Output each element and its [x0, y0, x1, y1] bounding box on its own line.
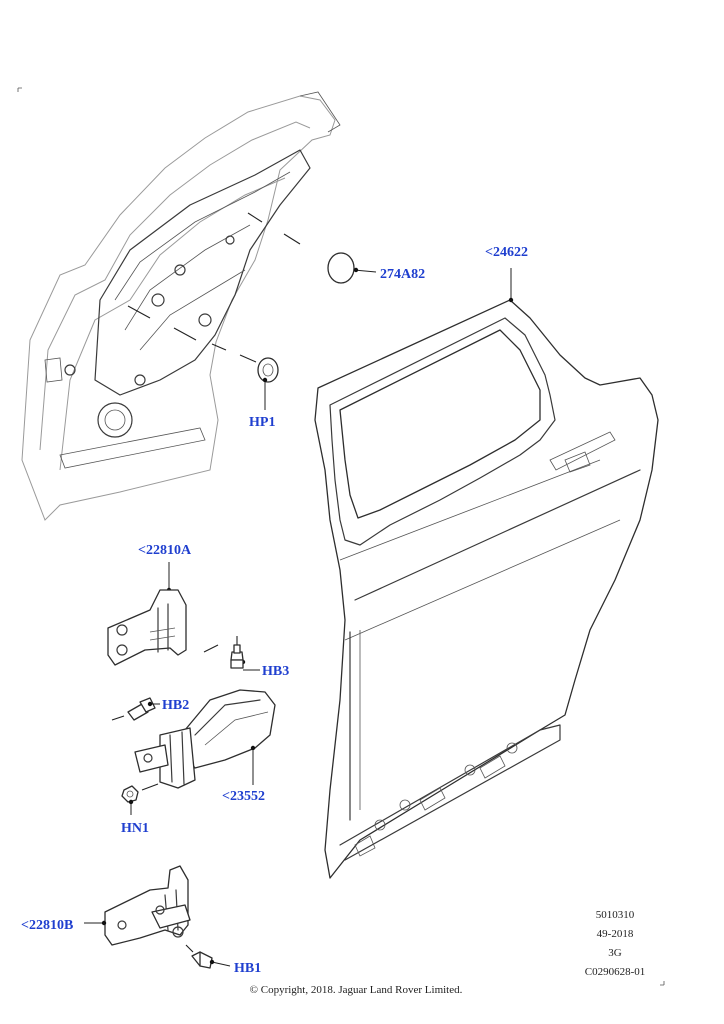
- door-shell-24622: [314, 268, 659, 879]
- reference-line-2: 49-2018: [597, 928, 634, 940]
- callout-HN1[interactable]: HN1: [121, 821, 149, 836]
- reference-line-3: 3G: [608, 947, 622, 959]
- callout-HB2[interactable]: HB2: [162, 698, 189, 713]
- corner-mark-bottom-right: [660, 981, 665, 986]
- callout-23552[interactable]: <23552: [222, 789, 265, 804]
- callout-HB3[interactable]: HB3: [262, 664, 289, 679]
- callout-22810A[interactable]: <22810A: [138, 543, 192, 558]
- reference-line-4: C0290628-01: [585, 966, 646, 978]
- corner-mark-top-left: [17, 87, 22, 92]
- callout-274A82[interactable]: 274A82: [380, 267, 425, 282]
- copyright-text: © Copyright, 2018. Jaguar Land Rover Lim…: [250, 984, 463, 996]
- hinge-upper-22810A: [107, 562, 219, 666]
- check-strap-23552: [134, 689, 276, 789]
- reference-block: 5010310 49-2018 3G C0290628-01: [585, 909, 646, 978]
- grommet-274A82: [247, 212, 377, 284]
- callout-22810B[interactable]: <22810B: [21, 918, 73, 933]
- hinge-lower-22810B: [84, 865, 191, 946]
- bolt-HB2: [111, 697, 160, 721]
- bolt-HB1: [185, 944, 231, 969]
- callout-HP1[interactable]: HP1: [249, 415, 275, 430]
- reference-line-1: 5010310: [596, 909, 635, 921]
- nut-HN1: [121, 783, 159, 815]
- inner-door-frame: [21, 91, 341, 521]
- callout-24622[interactable]: <24622: [485, 245, 528, 260]
- plug-HP1: [127, 305, 279, 410]
- bolt-HB3: [230, 636, 260, 671]
- callout-HB1[interactable]: HB1: [234, 961, 261, 976]
